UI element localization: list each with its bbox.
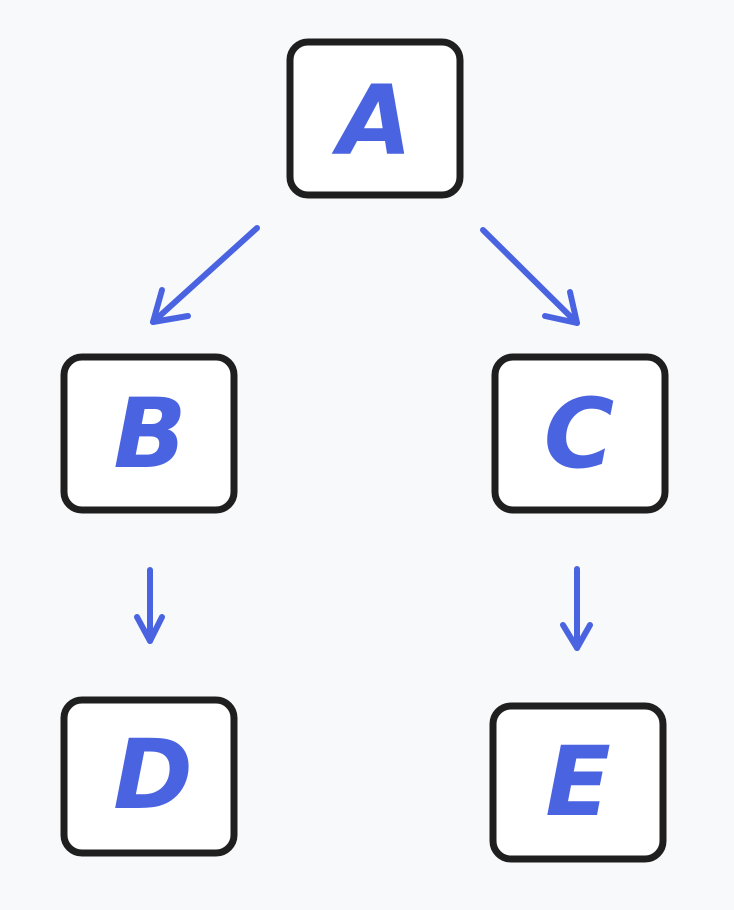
edge-a-to-c-arrowhead <box>542 289 580 326</box>
node-b-label: B <box>113 378 186 490</box>
edge-c-to-e <box>560 566 593 651</box>
edge-b-to-d-arrowhead <box>134 614 165 644</box>
edge-b-to-d <box>134 567 165 644</box>
node-d-label: D <box>113 719 193 831</box>
node-d: D <box>60 696 238 857</box>
edge-c-to-e-arrowhead <box>560 622 593 651</box>
node-a-box <box>286 38 464 199</box>
node-d-box <box>60 696 238 857</box>
edge-a-to-b-arrowhead <box>150 287 191 325</box>
node-b: B <box>60 353 238 514</box>
edge-a-to-c-line <box>480 227 580 326</box>
node-a: A <box>286 38 464 199</box>
node-c-box <box>491 353 669 514</box>
node-c-label: C <box>544 378 614 490</box>
node-e: E <box>489 702 667 863</box>
node-e-box <box>489 702 667 863</box>
node-b-box <box>60 353 238 514</box>
edge-a-to-b-line <box>150 225 260 325</box>
node-e-label: E <box>545 726 611 838</box>
node-c: C <box>491 353 669 514</box>
node-a-label: A <box>331 65 412 177</box>
edge-a-to-c <box>480 227 580 326</box>
edge-a-to-b <box>150 225 260 325</box>
